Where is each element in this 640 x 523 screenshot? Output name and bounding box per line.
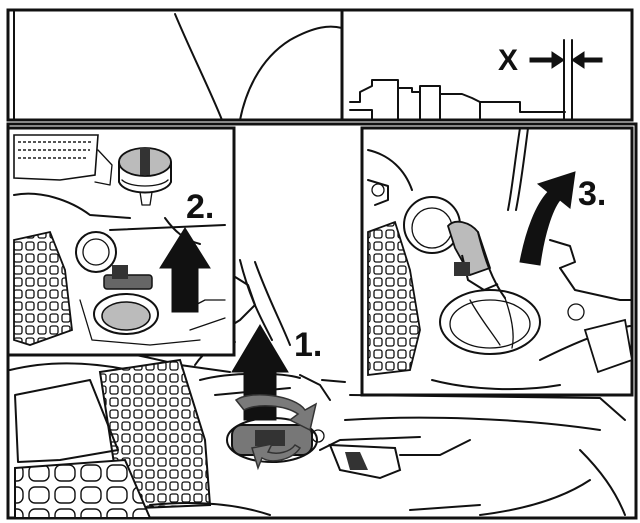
keypad [14,458,152,519]
step-2-label: 2. [186,188,214,226]
curved-arrow-icon [519,171,576,266]
dimension-arrow-icon [529,51,565,69]
up-arrow-icon [159,227,211,313]
top-left-panel [6,8,344,122]
fuel-filter [446,220,492,277]
step-1-label: 1. [294,326,322,364]
step-3-label: 3. [578,175,606,213]
inset-step-2: 2. [6,126,236,357]
rotate-arrow-icon [234,394,318,432]
inset-step-3: 3. [360,126,634,397]
detail-x-label: X [498,44,518,77]
detail-x-panel: X [340,8,634,122]
